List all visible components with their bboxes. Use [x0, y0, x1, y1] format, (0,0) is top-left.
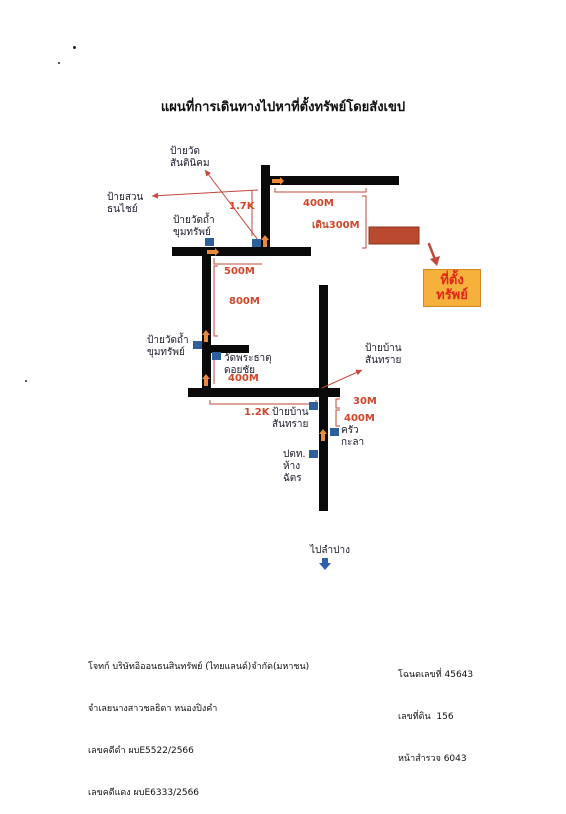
down-arrow-icon [319, 558, 331, 570]
arrow-up-icon [202, 330, 210, 342]
arrow-up-icon [261, 235, 269, 247]
bracket-walk-300 [362, 195, 367, 249]
footer-defendant: จำเลยนางสาวชลธิดา หนองปิงคำ [88, 704, 218, 714]
footer-right: โฉนดเลขที่ 45643 เลขที่ดิน 156 หน้าสำรวจ… [398, 640, 473, 780]
property-location-badge: ที่ตั้ง ทรัพย์ [423, 269, 481, 307]
distance-400m-low: 400M [344, 413, 375, 424]
road-left-vertical [202, 250, 211, 395]
footer-survey-page: หน้าสำรวจ 6043 [398, 754, 467, 764]
footer-plaintiff: โจทก์ บริษัทอิออนธนสินทรัพย์ (ไทยแลนด์)จ… [88, 662, 310, 672]
roads [172, 165, 399, 511]
road-upper-horizontal [172, 247, 311, 256]
bracket-400-low [335, 409, 340, 427]
sign-marker [212, 352, 221, 360]
road-top-vertical [261, 165, 270, 251]
road-lower-horizontal [188, 388, 340, 397]
pointer-line-sansai [321, 369, 363, 389]
label-ptt-shop: ปตท. ห้าง ฉัตร [283, 449, 306, 484]
bracket-1-2k [209, 400, 317, 405]
label-wat-phrathat: วัดพระธาตุ ดอยชัย [224, 353, 272, 376]
sign-marker [252, 239, 261, 247]
distance-1-7k: 1.7K [229, 201, 255, 212]
label-wat-santinikhom: ป้ายวัด สันตินิคม [170, 146, 210, 169]
distance-500m: 500M [224, 266, 255, 277]
distance-30m: 30M [353, 396, 377, 407]
label-sansai-right: ป้ายบ้าน สันทราย [365, 343, 402, 366]
footer-land-number: เลขที่ดิน 156 [398, 712, 454, 722]
bracket-500 [213, 258, 262, 265]
distance-1-2k: 1.2K [244, 407, 270, 418]
road-top-horizontal [263, 176, 399, 185]
label-to-lampang: ไปลำปาง [310, 545, 350, 556]
footer-red-case: เลขคดีแดง ผบE6333/2566 [88, 788, 200, 798]
scan-dot [25, 380, 27, 382]
distance-400m-mid: 400M [228, 373, 259, 384]
pointer-lines [151, 169, 367, 427]
page-title: แผนที่การเดินทางไปหาที่ตั้งทรัพย์โดยสังเ… [160, 100, 406, 115]
pointer-line-suan [151, 189, 259, 199]
sign-marker [309, 450, 318, 458]
sign-marker [330, 428, 339, 436]
property-block [368, 226, 420, 245]
label-wat-tham-top: ป้ายวัดถ้ำ ขุมทรัพย์ [173, 215, 215, 238]
sign-marker [309, 402, 318, 410]
direction-arrows [202, 177, 327, 441]
signs [193, 238, 339, 458]
footer-left: โจทก์ บริษัทอิออนธนสินทรัพย์ (ไทยแลนด์)จ… [88, 632, 309, 814]
scan-dot [58, 62, 60, 64]
arrow-up-icon [319, 429, 327, 441]
road-right-vertical [319, 285, 328, 511]
bracket-30 [335, 398, 340, 409]
scan-dot [73, 46, 76, 49]
label-krua-kala: ครัว กะลา [341, 425, 365, 448]
road-wat-spur [208, 345, 249, 353]
distance-800m: 800M [229, 296, 260, 307]
label-wat-tham-mid: ป้ายวัดถ้ำ ขุมทรัพย์ [147, 335, 189, 358]
arrowhead-icon [430, 256, 440, 266]
sign-marker [193, 341, 202, 349]
distance-400m-top: 400M [303, 198, 334, 209]
bracket-800 [213, 265, 218, 337]
arrow-right-icon [207, 248, 219, 256]
label-sansai-center: ป้ายบ้าน สันทราย [272, 407, 309, 430]
bracket-400-top [274, 188, 367, 193]
pointer-line-santinikhom [204, 169, 259, 241]
arrow-right-icon [272, 177, 284, 185]
sign-marker [205, 238, 214, 246]
label-suan-thanachai: ป้ายสวน ธนไชย์ [107, 192, 144, 215]
distance-walk-300m: เดิน300M [312, 220, 360, 231]
footer-deed-number: โฉนดเลขที่ 45643 [398, 670, 474, 680]
footer-black-case: เลขคดีดำ ผบE5522/2566 [88, 746, 194, 756]
arrow-up-icon [202, 374, 210, 386]
